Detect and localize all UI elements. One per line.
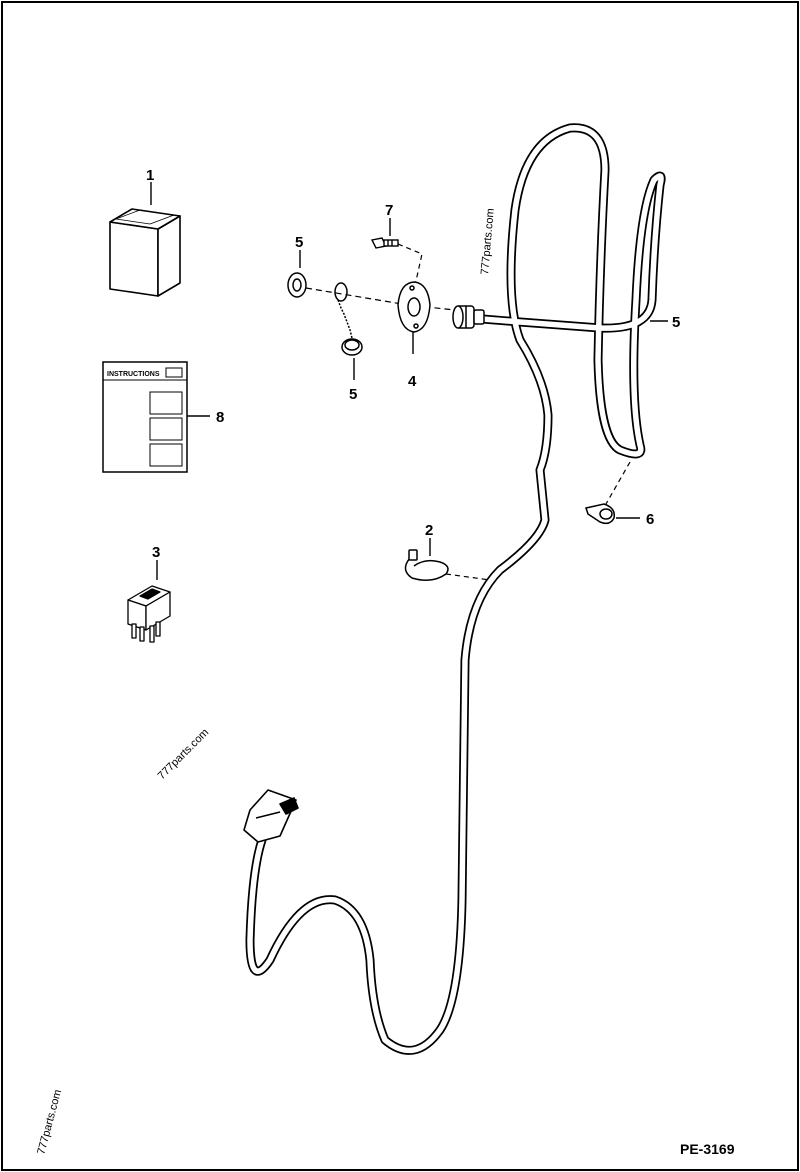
assembly-dashed-line — [305, 287, 456, 311]
document-id: PE-3169 — [680, 1141, 735, 1157]
rocker-switch-part — [127, 585, 171, 643]
instruction-sheet-part — [102, 361, 188, 473]
harness-socket — [452, 305, 485, 329]
callout-3: 3 — [152, 544, 160, 561]
clamp-dashed-line — [605, 461, 631, 505]
callout-8: 8 — [216, 409, 224, 426]
callout-6: 6 — [646, 511, 654, 528]
bolt-part — [370, 237, 399, 249]
callout-5-cap: 5 — [349, 386, 357, 403]
callout-4: 4 — [408, 373, 417, 390]
mounting-flange-part — [397, 281, 431, 333]
callout-2: 2 — [425, 522, 433, 539]
callout-1: 1 — [146, 167, 154, 184]
kit-box-part — [109, 208, 181, 297]
nut-part — [287, 272, 307, 298]
cable-tie-part — [404, 549, 449, 581]
watermark-bottom: 777parts.com — [35, 1088, 64, 1155]
callout-5-nut: 5 — [295, 234, 303, 251]
callout-5-harness: 5 — [672, 314, 680, 331]
harness-connector — [243, 789, 299, 843]
instruction-sheet-title: INSTRUCTIONS — [107, 371, 160, 378]
wiring-harness-part — [245, 123, 666, 1055]
watermark-middle: 777parts.com — [156, 727, 212, 783]
tie-dashed-line — [445, 573, 491, 581]
cable-clamp-part — [585, 503, 616, 525]
dust-cap-part — [334, 282, 363, 356]
watermark-top: 777parts.com — [479, 208, 497, 275]
callout-7: 7 — [385, 202, 393, 219]
